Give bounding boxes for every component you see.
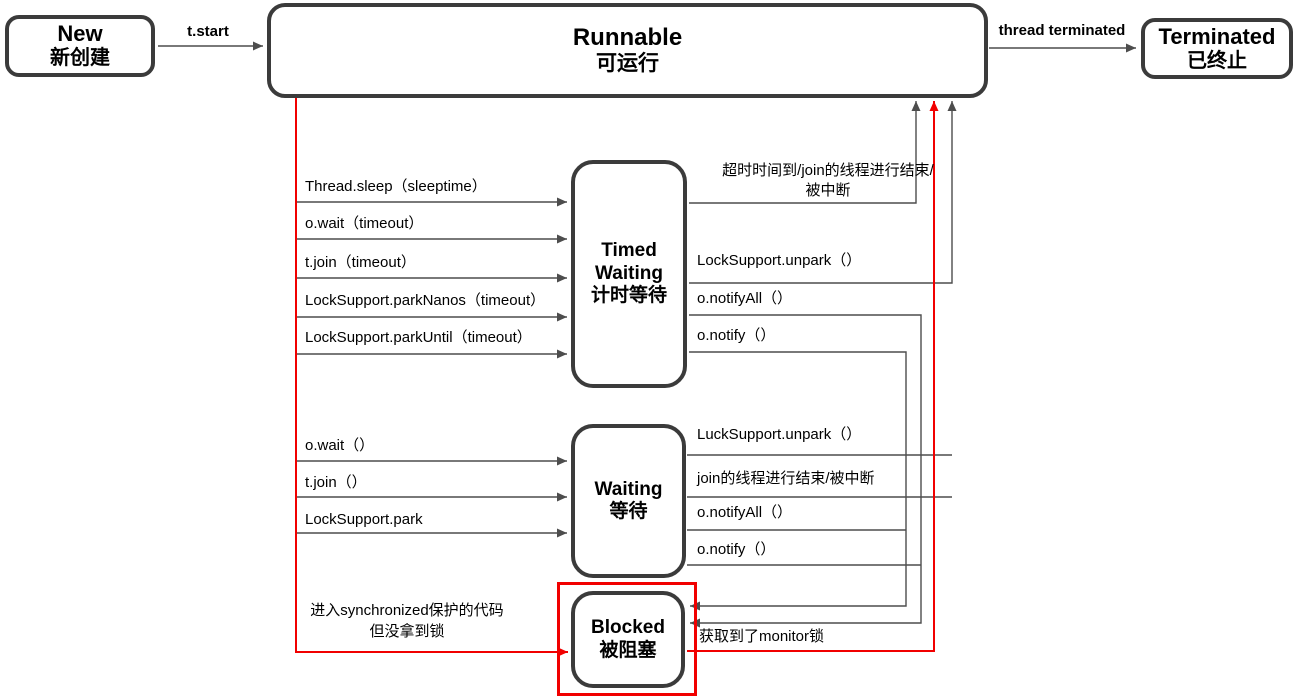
- arrow-unpark-to-runnable: [689, 101, 957, 284]
- state-title: Waiting: [594, 478, 663, 500]
- state-subtitle: 新创建: [50, 47, 110, 70]
- label-thread-terminated: thread terminated: [998, 22, 1126, 39]
- state-box-new: New 新创建: [5, 15, 155, 77]
- state-box-runnable: Runnable 可运行: [267, 3, 988, 98]
- arrow-timeout-to-runnable: [689, 101, 921, 204]
- arrow-blocked-to-runnable-red: [687, 101, 939, 652]
- label-enter-synchronized-line2: 但没拿到锁: [369, 623, 445, 640]
- label-notifyall-w: o.notifyAll（）: [697, 504, 793, 521]
- label-parknanos: LockSupport.parkNanos（timeout）: [305, 292, 546, 309]
- label-monitor-lock: 获取到了monitor锁: [699, 628, 825, 645]
- arrow-notify-to-blocked-b: [689, 314, 922, 628]
- label-timeout-end-line1: 超时时间到/join的线程进行结束/: [722, 162, 934, 179]
- state-subtitle: 等待: [609, 501, 648, 522]
- label-enter-synchronized-line1: 进入synchronized保护的代码: [310, 602, 504, 619]
- state-subtitle: 已终止: [1187, 49, 1247, 72]
- label-timeout-end-line2: 被中断: [805, 182, 851, 199]
- state-box-waiting: Waiting 等待: [571, 424, 686, 578]
- label-notify-tw: o.notify（）: [697, 327, 776, 344]
- label-parkuntil: LockSupport.parkUntil（timeout）: [305, 329, 532, 346]
- blocked-highlight-frame: [557, 582, 697, 696]
- label-notifyall-tw: o.notifyAll（）: [697, 290, 793, 307]
- label-t-join-timeout: t.join（timeout）: [305, 254, 416, 271]
- arrow-runnable-to-blocked-red: [295, 97, 568, 657]
- state-box-timed-waiting: Timed Waiting 计时等待: [571, 160, 687, 388]
- state-title: Terminated: [1158, 23, 1276, 49]
- arrow-notify-to-blocked-a: [689, 351, 907, 611]
- state-subtitle: 可运行: [596, 52, 659, 76]
- label-locksupport-unpark: LockSupport.unpark（）: [697, 252, 862, 269]
- state-box-blocked: Blocked 被阻塞: [571, 591, 685, 688]
- label-locksupport-park: LockSupport.park: [305, 511, 423, 528]
- label-o-wait: o.wait（）: [305, 437, 375, 454]
- state-title: Runnable: [572, 23, 683, 51]
- label-o-wait-timeout: o.wait（timeout）: [305, 215, 424, 232]
- label-join-end: join的线程进行结束/被中断: [697, 470, 875, 487]
- label-t-join: t.join（）: [305, 474, 367, 491]
- label-enter-synchronized: 进入synchronized保护的代码 但没拿到锁: [298, 600, 516, 642]
- state-subtitle: 被阻塞: [599, 639, 657, 661]
- state-subtitle: 计时等待: [590, 285, 667, 307]
- state-title-2: Waiting: [595, 262, 663, 284]
- label-lucksupport-unpark: LuckSupport.unpark（）: [697, 426, 862, 443]
- label-notify-w: o.notify（）: [697, 541, 776, 558]
- label-t-start: t.start: [187, 23, 229, 40]
- label-thread-sleep: Thread.sleep（sleeptime）: [305, 178, 487, 195]
- state-title: Blocked: [591, 617, 665, 639]
- state-title: New: [57, 21, 103, 47]
- label-timeout-end: 超时时间到/join的线程进行结束/ 被中断: [693, 161, 963, 201]
- state-box-terminated: Terminated 已终止: [1141, 18, 1293, 79]
- state-title: Timed: [601, 240, 657, 262]
